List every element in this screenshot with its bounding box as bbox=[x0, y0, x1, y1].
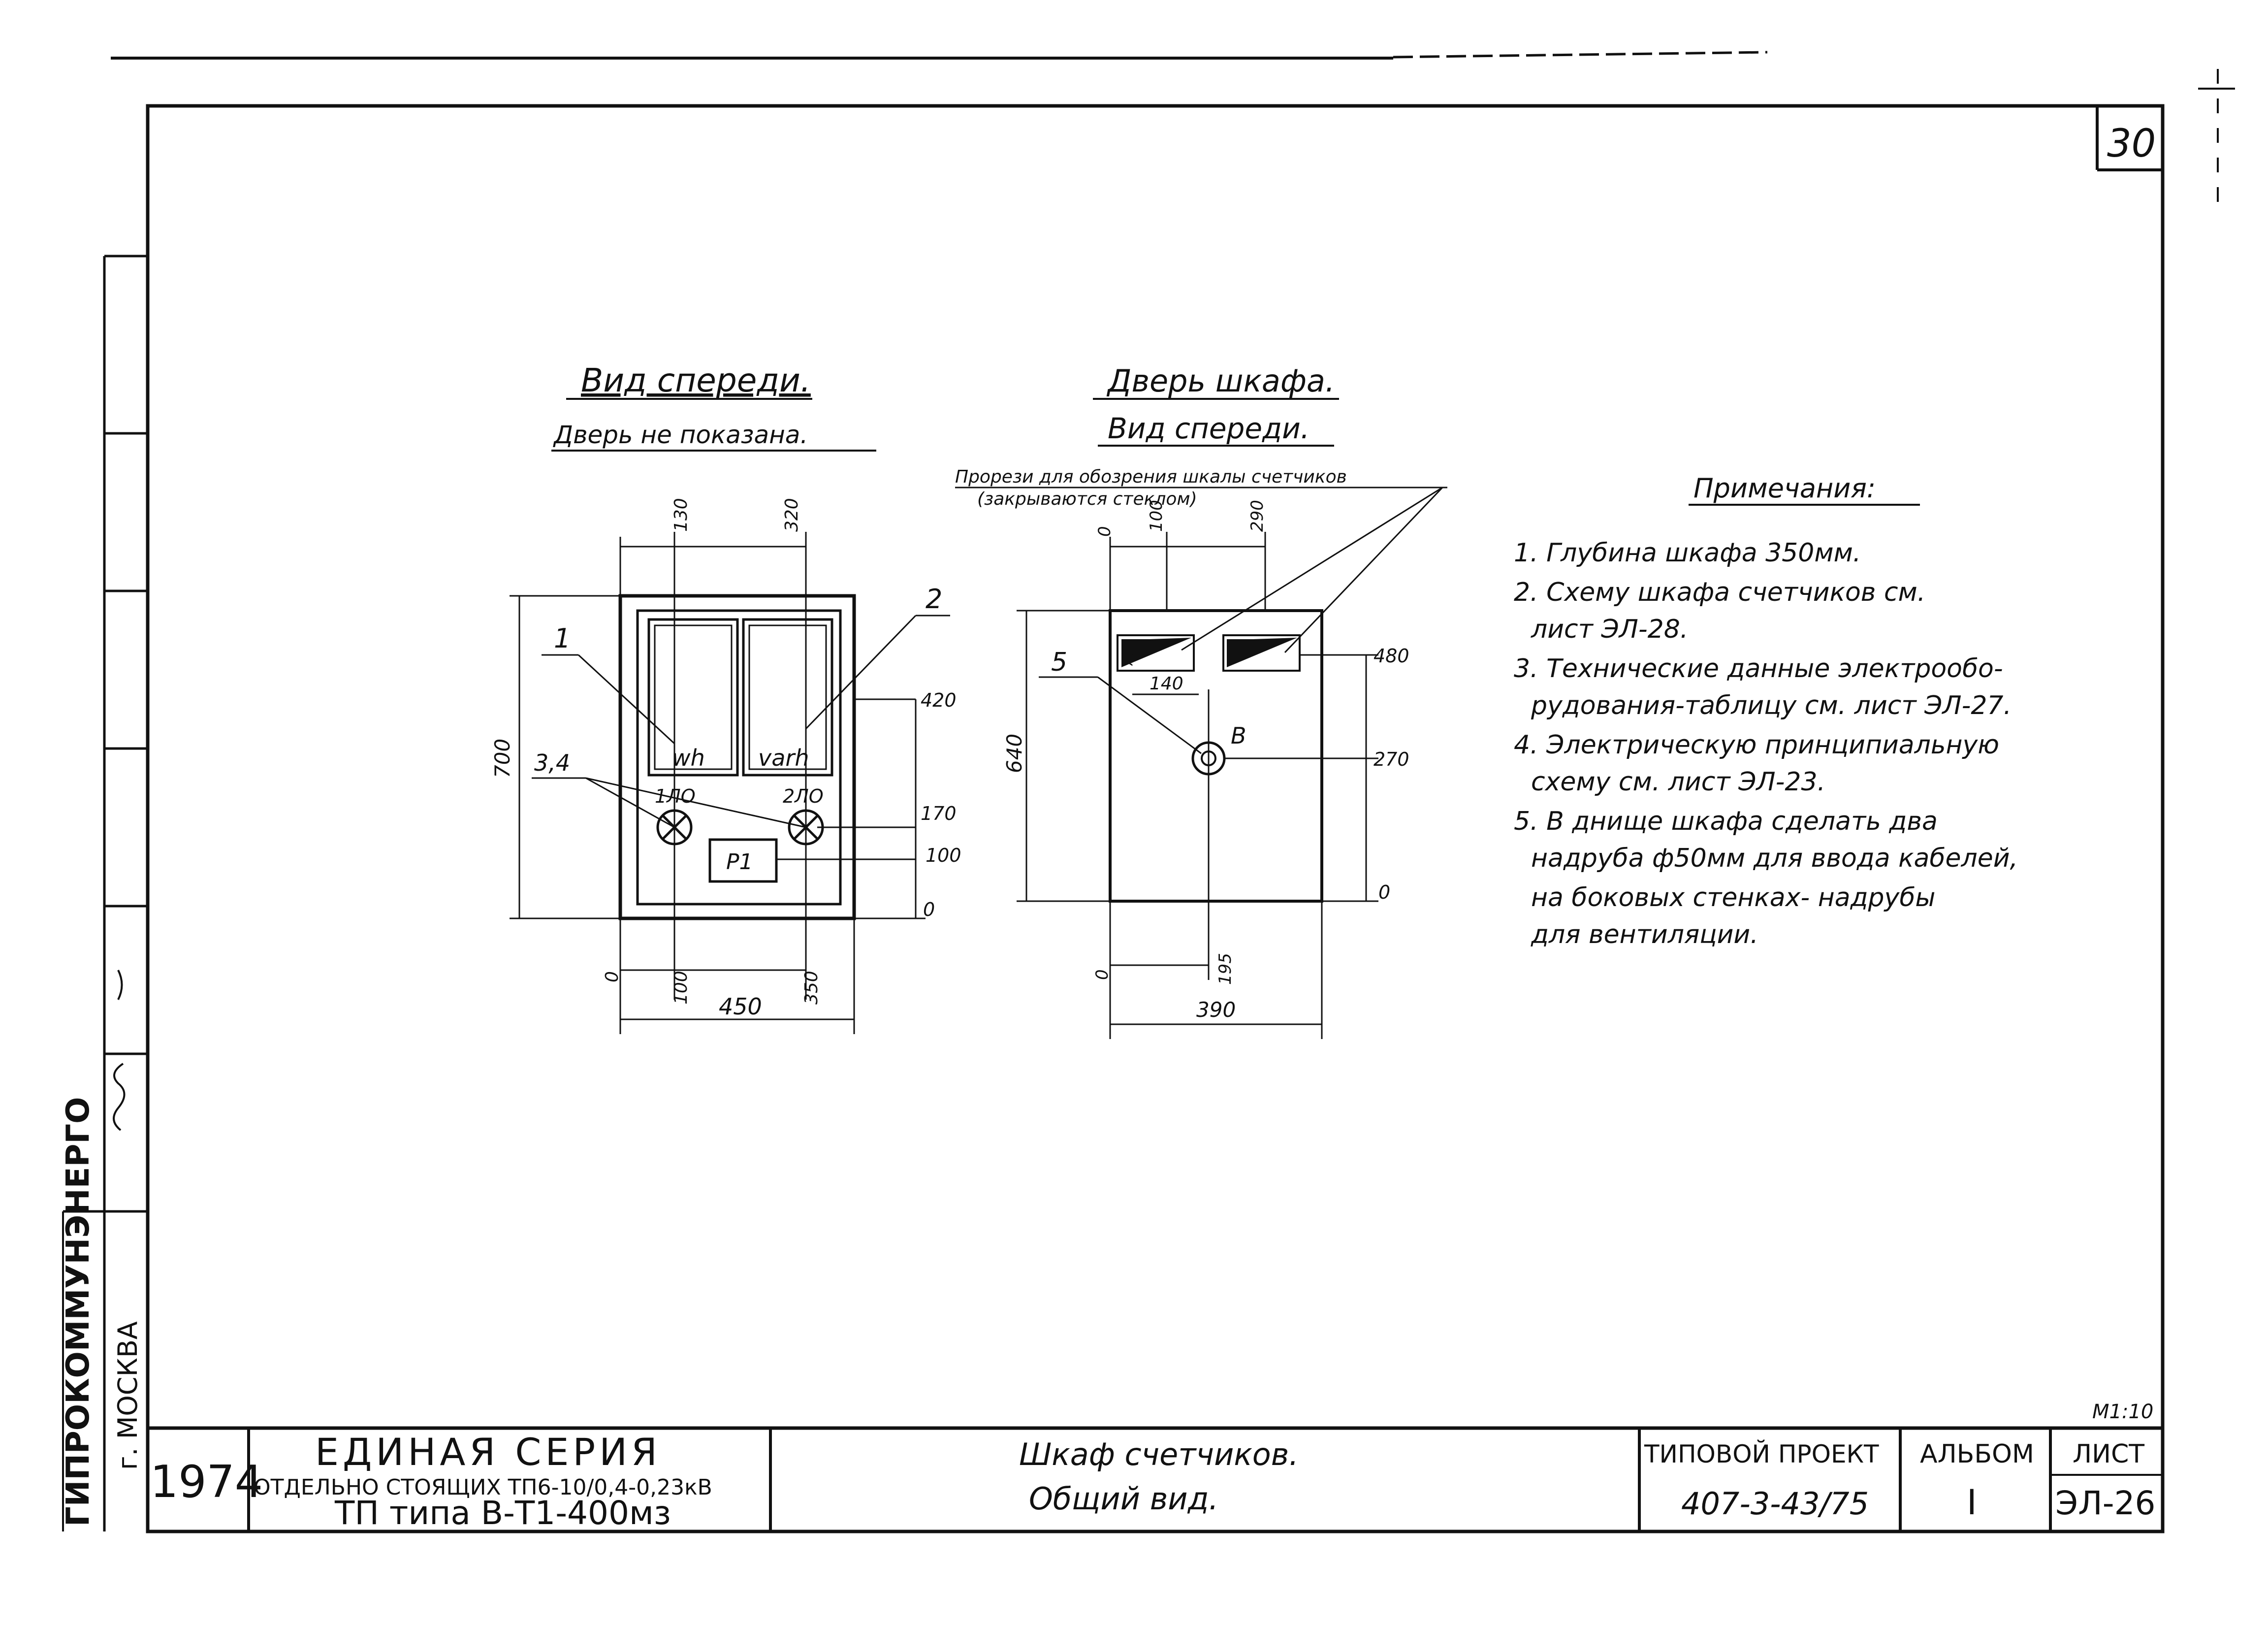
dim-420: 420 bbox=[921, 689, 957, 711]
meter-2-cutout bbox=[742, 618, 833, 777]
page-number: 30 bbox=[2107, 122, 2156, 166]
relay-label: Р1 bbox=[726, 849, 753, 875]
note-line: 2. Схему шкафа счетчиков см. bbox=[1514, 578, 1925, 607]
door-dim-270: 270 bbox=[1374, 749, 1409, 770]
callout-1: 1 bbox=[554, 623, 571, 654]
callout-5: 5 bbox=[1051, 648, 1067, 677]
callout-1-leader bbox=[577, 654, 675, 745]
sheet-label: ЛИСТ bbox=[2073, 1439, 2144, 1469]
door-view-title: Дверь шкафа. bbox=[1106, 363, 1335, 399]
project-number: 407-3-43/75 bbox=[1681, 1486, 1869, 1522]
meter-1-cutout bbox=[647, 618, 739, 777]
relay-box bbox=[708, 838, 778, 883]
callout-3-4-leader bbox=[585, 777, 675, 828]
viewing-slot-2-glass bbox=[1227, 638, 1297, 667]
door-note-leader bbox=[1284, 487, 1443, 653]
title-block: 1974 ЕДИНАЯ СЕРИЯ ОТДЕЛЬНО СТОЯЩИХ ТП6-1… bbox=[148, 1426, 2163, 1532]
sheet-number: ЭЛ-26 bbox=[2055, 1484, 2156, 1522]
lamp-2-label: 2ЛО bbox=[783, 785, 824, 807]
door-dim-0-bottom: 0 bbox=[1092, 969, 1112, 980]
callout-3-4-leader bbox=[585, 777, 806, 828]
side-strip-signature bbox=[113, 970, 126, 1131]
meter-1-cutout-inner bbox=[654, 624, 733, 770]
meter-1-label: wh bbox=[672, 745, 705, 771]
door-dim-480: 480 bbox=[1374, 645, 1409, 667]
notes-heading: Примечания: bbox=[1693, 473, 1876, 504]
door-dim-195: 195 bbox=[1215, 953, 1235, 985]
viewing-slot-1-glass bbox=[1121, 638, 1191, 667]
meter-2-label: varh bbox=[758, 745, 809, 771]
door-note-line-2: (закрываются стеклом) bbox=[977, 489, 1197, 509]
note-line: на боковых стенках- надрубы bbox=[1531, 883, 1935, 912]
callout-5-leader bbox=[1097, 676, 1202, 754]
note-line: надруба ф50мм для ввода кабелей, bbox=[1531, 844, 2018, 873]
dim-700: 700 bbox=[490, 739, 514, 778]
dim-100-bottom: 100 bbox=[671, 971, 691, 1005]
sheet-frame bbox=[146, 104, 2165, 1533]
door-note-line-1: Прорези для обозрения шкалы счетчиков bbox=[955, 467, 1347, 487]
dim-100: 100 bbox=[926, 845, 961, 866]
dim-170: 170 bbox=[921, 803, 957, 824]
note-line: для вентиляции. bbox=[1531, 920, 1758, 949]
door-dim-100: 100 bbox=[1147, 500, 1166, 532]
callout-3-4: 3,4 bbox=[534, 749, 570, 776]
note-line: 5. В днище шкафа сделать два bbox=[1514, 807, 1938, 836]
front-view: Вид спереди. Дверь не показана. wh varh … bbox=[490, 361, 961, 1034]
door-dim-640: 640 bbox=[1002, 734, 1026, 773]
door-dim-70: 70 bbox=[1119, 650, 1136, 667]
album-label: АЛЬБОМ bbox=[1920, 1439, 2034, 1469]
note-line: схему см. лист ЭЛ-23. bbox=[1531, 767, 1825, 797]
drawing-name-2: Общий вид. bbox=[1029, 1481, 1218, 1517]
note-line: 3. Технические данные электрообо- bbox=[1514, 654, 2003, 684]
door-dim-390: 390 bbox=[1196, 998, 1236, 1022]
dim-350: 350 bbox=[801, 971, 822, 1005]
scale-label: М1:10 bbox=[2092, 1400, 2153, 1423]
viewing-slot-1 bbox=[1117, 634, 1195, 672]
door-outline bbox=[1109, 609, 1323, 903]
project-label: ТИПОВОЙ ПРОЕКТ bbox=[1644, 1439, 1879, 1468]
door-view-subtitle: Вид спереди. bbox=[1108, 412, 1310, 445]
note-line: 1. Глубина шкафа 350мм. bbox=[1514, 538, 1861, 568]
note-line: лист ЭЛ-28. bbox=[1531, 615, 1688, 644]
dim-0-bottom: 0 bbox=[602, 971, 622, 982]
meter-2-cutout-inner bbox=[748, 624, 827, 770]
callout-2: 2 bbox=[926, 584, 942, 615]
series-type: ТП типа В-Т1-400мз bbox=[334, 1494, 671, 1532]
title-year: 1974 bbox=[150, 1456, 263, 1508]
note-line: рудования-таблицу см. лист ЭЛ-27. bbox=[1531, 691, 2012, 720]
note-line: 4. Электрическую принципиальную bbox=[1514, 730, 1999, 760]
door-dim-140: 140 bbox=[1150, 674, 1183, 694]
front-view-title: Вид спереди. bbox=[581, 361, 811, 399]
side-strip-city: г. МОСКВА bbox=[112, 1321, 143, 1470]
door-dim-0-top: 0 bbox=[1095, 526, 1115, 537]
door-note-leader bbox=[1181, 487, 1443, 651]
door-view: Дверь шкафа. Вид спереди. Прорези для об… bbox=[955, 363, 1447, 1039]
notes-block: Примечания: 1. Глубина шкафа 350мм. 2. С… bbox=[1514, 473, 2018, 949]
callout-2-leader bbox=[805, 615, 917, 730]
viewing-slot-2 bbox=[1222, 634, 1301, 672]
series-subtitle: ОТДЕЛЬНО СТОЯЩИХ ТП6-10/0,4-0,23кВ bbox=[254, 1475, 712, 1500]
album-number: I bbox=[1967, 1482, 1977, 1523]
drawing-name-1: Шкаф счетчиков. bbox=[1019, 1436, 1299, 1472]
cabinet-panel bbox=[636, 609, 842, 906]
door-dim-290: 290 bbox=[1247, 500, 1267, 532]
dim-320: 320 bbox=[782, 498, 802, 532]
top-edge-line-dashed bbox=[1393, 51, 1768, 59]
door-dim-0-right: 0 bbox=[1378, 881, 1390, 903]
cabinet-outer bbox=[618, 594, 856, 920]
lock-label: В bbox=[1231, 722, 1246, 749]
series-title: ЕДИНАЯ СЕРИЯ bbox=[315, 1430, 661, 1474]
dim-130: 130 bbox=[671, 498, 691, 532]
front-view-subtitle: Дверь не показана. bbox=[553, 421, 808, 449]
side-strip-org: ГИПРОКОММУНЭНЕРГО bbox=[60, 1097, 96, 1527]
dim-0-right: 0 bbox=[923, 899, 935, 920]
dim-450: 450 bbox=[719, 993, 762, 1020]
